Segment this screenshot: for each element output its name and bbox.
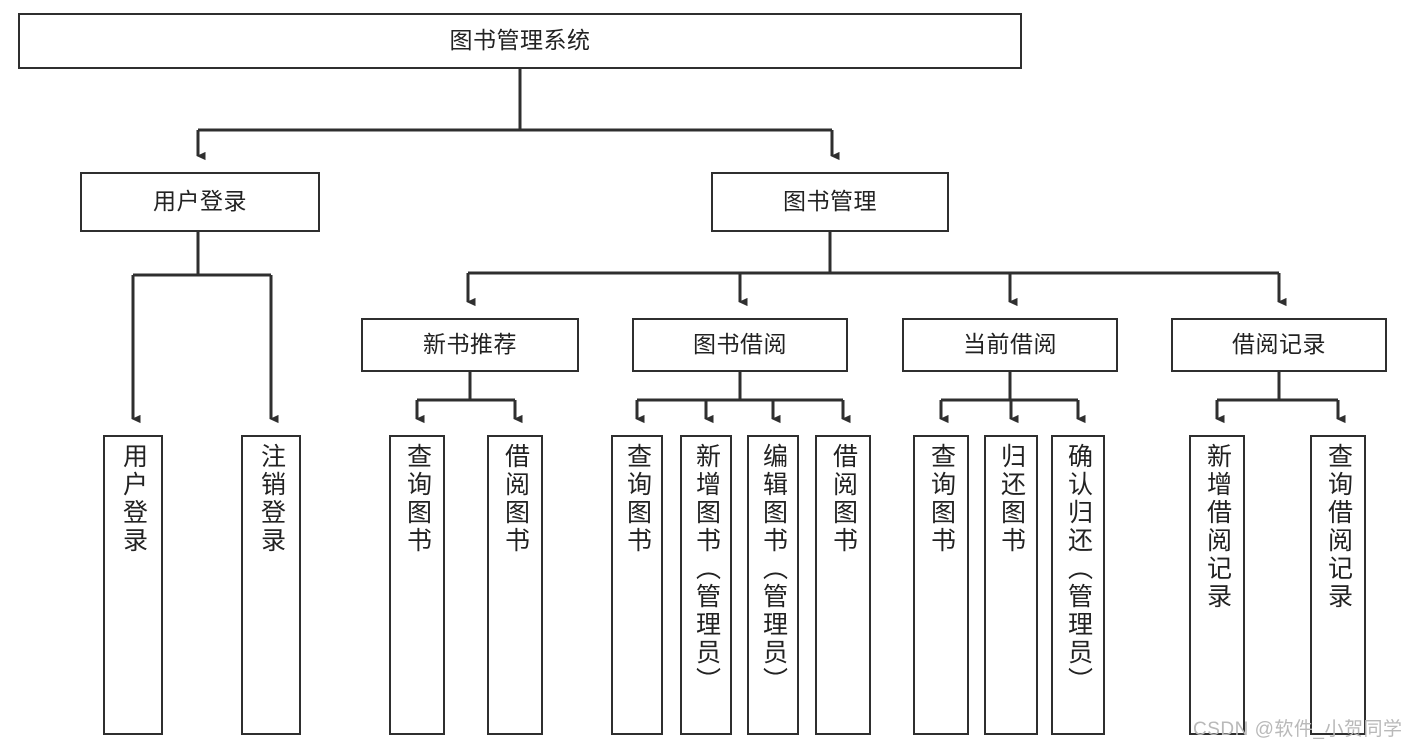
node-root[interactable]: 图书管理系统 bbox=[18, 13, 1022, 69]
leaf-add-record[interactable]: 新增借阅记录 bbox=[1189, 435, 1245, 735]
leaf-edit-book-label: 编辑图书（管理员） bbox=[759, 443, 788, 695]
leaf-return-book[interactable]: 归还图书 bbox=[984, 435, 1038, 735]
node-root-label: 图书管理系统 bbox=[449, 27, 591, 54]
leaf-borrow-book-1[interactable]: 借阅图书 bbox=[487, 435, 543, 735]
leaf-borrow-book-2[interactable]: 借阅图书 bbox=[815, 435, 871, 735]
leaf-query-book-1-label: 查询图书 bbox=[403, 443, 432, 555]
node-new-book-rec-label: 新书推荐 bbox=[423, 331, 517, 358]
leaf-add-book[interactable]: 新增图书（管理员） bbox=[680, 435, 732, 735]
csdn-watermark: CSDN @软件_小贺同学 bbox=[1193, 719, 1403, 740]
node-book-manage[interactable]: 图书管理 bbox=[711, 172, 949, 232]
leaf-edit-book[interactable]: 编辑图书（管理员） bbox=[747, 435, 799, 735]
node-user-login[interactable]: 用户登录 bbox=[80, 172, 320, 232]
leaf-query-book-3[interactable]: 查询图书 bbox=[913, 435, 969, 735]
node-borrow-record-label: 借阅记录 bbox=[1232, 331, 1326, 358]
leaf-user-login-label: 用户登录 bbox=[119, 443, 148, 555]
leaf-query-record-label: 查询借阅记录 bbox=[1324, 443, 1353, 611]
leaf-confirm-return-label: 确认归还（管理员） bbox=[1064, 443, 1093, 695]
node-book-borrow-label: 图书借阅 bbox=[693, 331, 787, 358]
node-user-login-label: 用户登录 bbox=[153, 188, 247, 215]
leaf-return-book-label: 归还图书 bbox=[997, 443, 1026, 555]
leaf-add-book-label: 新增图书（管理员） bbox=[692, 443, 721, 695]
leaf-query-book-3-label: 查询图书 bbox=[927, 443, 956, 555]
node-new-book-rec[interactable]: 新书推荐 bbox=[361, 318, 579, 372]
node-current-borrow-label: 当前借阅 bbox=[963, 331, 1057, 358]
node-book-manage-label: 图书管理 bbox=[783, 188, 877, 215]
leaf-borrow-book-1-label: 借阅图书 bbox=[501, 443, 530, 555]
leaf-add-record-label: 新增借阅记录 bbox=[1203, 443, 1232, 611]
node-borrow-record[interactable]: 借阅记录 bbox=[1171, 318, 1387, 372]
leaf-logout-label: 注销登录 bbox=[257, 443, 286, 555]
leaf-user-login[interactable]: 用户登录 bbox=[103, 435, 163, 735]
leaf-query-record[interactable]: 查询借阅记录 bbox=[1310, 435, 1366, 735]
leaf-logout[interactable]: 注销登录 bbox=[241, 435, 301, 735]
leaf-query-book-2-label: 查询图书 bbox=[623, 443, 652, 555]
leaf-borrow-book-2-label: 借阅图书 bbox=[829, 443, 858, 555]
leaf-confirm-return[interactable]: 确认归还（管理员） bbox=[1051, 435, 1105, 735]
node-book-borrow[interactable]: 图书借阅 bbox=[632, 318, 848, 372]
node-current-borrow[interactable]: 当前借阅 bbox=[902, 318, 1118, 372]
leaf-query-book-1[interactable]: 查询图书 bbox=[389, 435, 445, 735]
leaf-query-book-2[interactable]: 查询图书 bbox=[611, 435, 663, 735]
